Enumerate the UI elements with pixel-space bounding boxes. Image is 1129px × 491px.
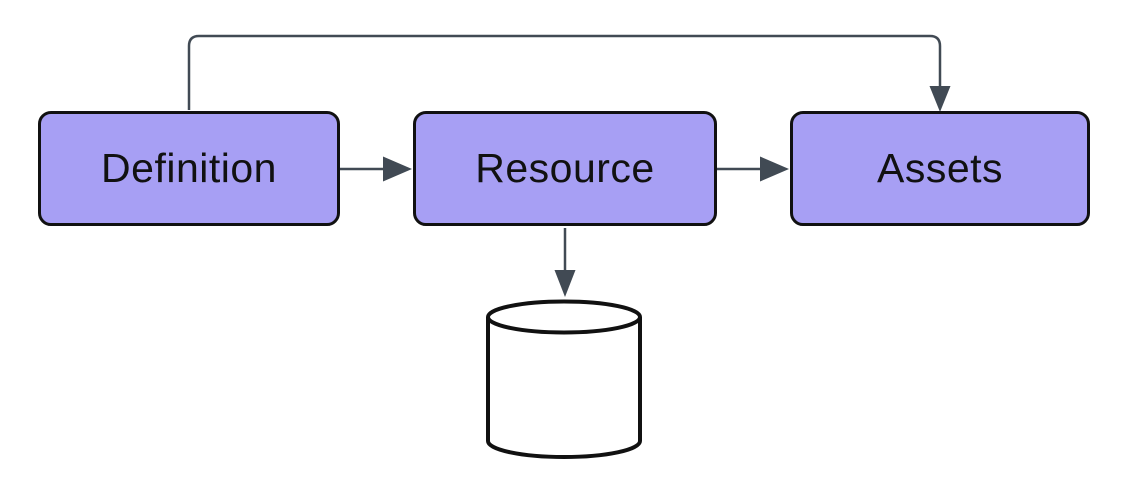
cylinder-top [486, 299, 642, 335]
node-resource: Resource [413, 111, 717, 226]
arrowhead-down-database-icon [554, 270, 576, 297]
arrowhead-right-resource-icon [383, 156, 412, 182]
arrowhead-right-assets-icon [760, 156, 789, 182]
database-cylinder-icon [486, 299, 642, 459]
node-assets-label: Assets [876, 145, 1004, 191]
edge-definition-to-assets [187, 34, 942, 110]
node-definition: Definition [38, 111, 340, 226]
node-definition-label: Definition [101, 145, 277, 191]
cylinder-body [486, 317, 642, 459]
node-assets: Assets [790, 111, 1090, 226]
node-resource-label: Resource [475, 145, 655, 191]
arrowhead-down-assets-icon [929, 86, 951, 112]
